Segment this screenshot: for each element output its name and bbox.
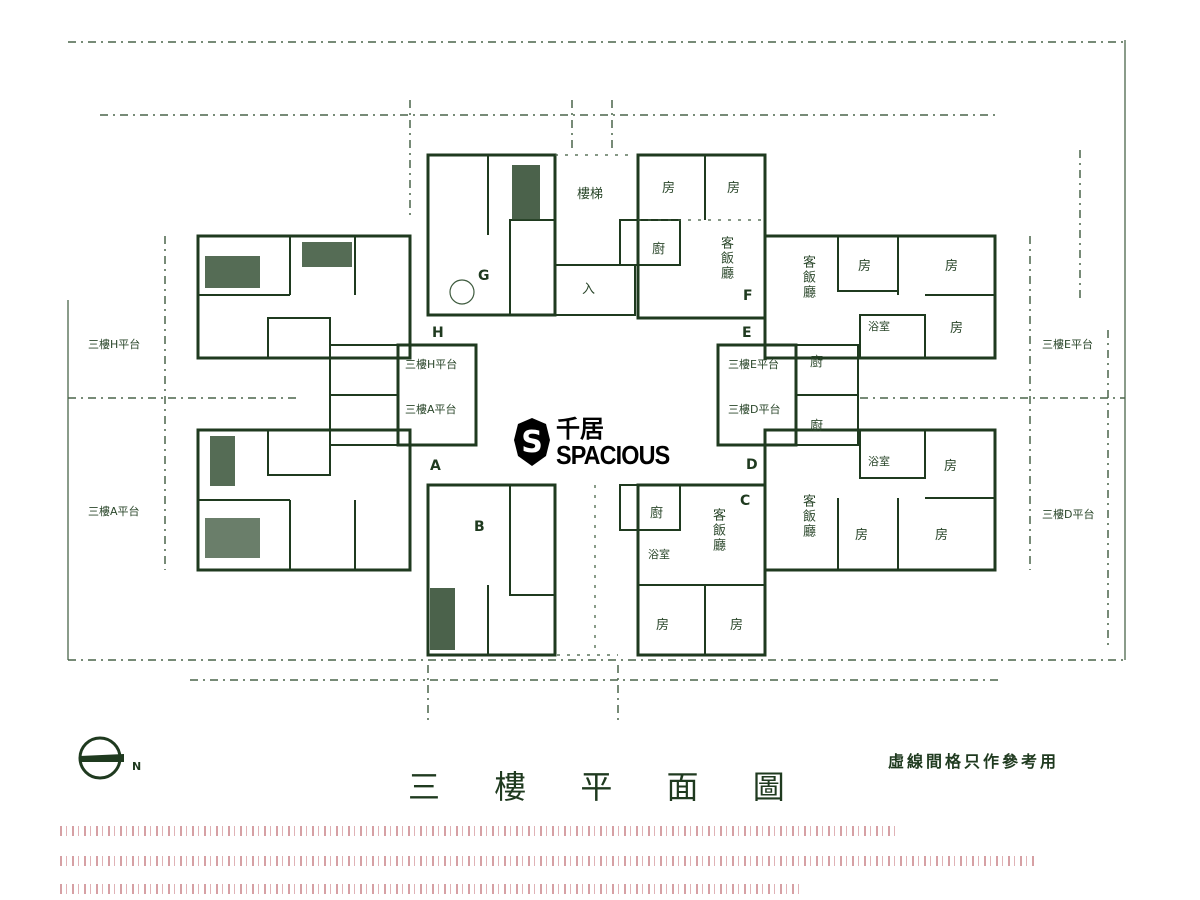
disclaimer-line [60,884,800,894]
flat-h-walls [196,234,412,360]
room-kitchen: 廚 [650,506,664,521]
platform-d-label: 三樓D平台 [1042,508,1095,521]
room-bedroom: 房 [944,459,958,474]
core-platform-d-label: 三樓D平台 [728,403,781,416]
room-living-dining: 客飯廳 [800,255,815,300]
room-living-dining: 客飯廳 [710,508,725,553]
room-bedroom: 房 [662,181,676,196]
unit-label-e: E [742,325,752,341]
platform-e-label: 三樓E平台 [1042,338,1093,351]
disclaimer-line [60,856,1035,866]
logo-chinese: 千居 [556,415,604,443]
flat-g-walls [426,153,557,317]
core-left [329,343,478,447]
room-living-dining: 客飯廳 [800,494,815,539]
stair-lobby-walls [554,154,636,316]
room-bathroom: 浴室 [868,455,890,468]
disclaimer-line [60,826,900,836]
unit-label-b: B [474,519,485,535]
room-kitchen: 廚 [810,419,824,434]
room-bedroom: 房 [935,528,949,543]
room-entry: 入 [582,282,596,297]
room-bedroom: 房 [730,618,744,633]
core-platform-e-label: 三樓E平台 [728,358,779,371]
unit-label-g: G [478,268,490,284]
north-arrow-icon [78,736,124,780]
flat-c-walls [619,483,767,657]
flat-b-walls [426,483,557,657]
room-kitchen: 廚 [810,355,824,370]
room-bedroom: 房 [858,259,872,274]
room-bedroom: 房 [855,528,869,543]
flat-a-walls [196,428,412,572]
spacious-s-icon: S [514,418,550,466]
flat-e-walls [763,234,997,360]
unit-label-h: H [432,325,444,341]
unit-label-f: F [743,288,753,304]
unit-label-a: A [430,458,441,474]
stair-hatch [205,256,260,288]
room-living-dining: 客飯廳 [718,236,733,281]
unit-label-d: D [746,457,758,473]
room-bathroom: 浴室 [868,320,890,333]
room-stair: 樓梯 [577,187,604,202]
room-bedroom: 房 [950,321,964,336]
dashed-partition-note: 虛線間格只作參考用 [888,752,1060,771]
room-bedroom: 房 [945,259,959,274]
north-label: N [132,760,142,773]
spacious-logo: S 千居 SPACIOUS [512,416,682,468]
dimension-lines [67,40,1126,720]
platform-a-label: 三樓A平台 [88,505,140,518]
unit-label-c: C [740,493,751,509]
core-platform-h-label: 三樓H平台 [405,358,458,371]
room-kitchen: 廚 [652,242,666,257]
core-right [716,343,859,447]
plan-title: 三 樓 平 面 圖 [408,768,807,806]
corridor [557,485,618,656]
room-bedroom: 房 [727,181,741,196]
room-bedroom: 房 [656,618,670,633]
logo-english: SPACIOUS [556,440,670,470]
platform-h-label: 三樓H平台 [88,338,141,351]
svg-text:S: S [521,425,543,460]
core-platform-a-label: 三樓A平台 [405,403,457,416]
room-bathroom: 浴室 [648,548,670,561]
